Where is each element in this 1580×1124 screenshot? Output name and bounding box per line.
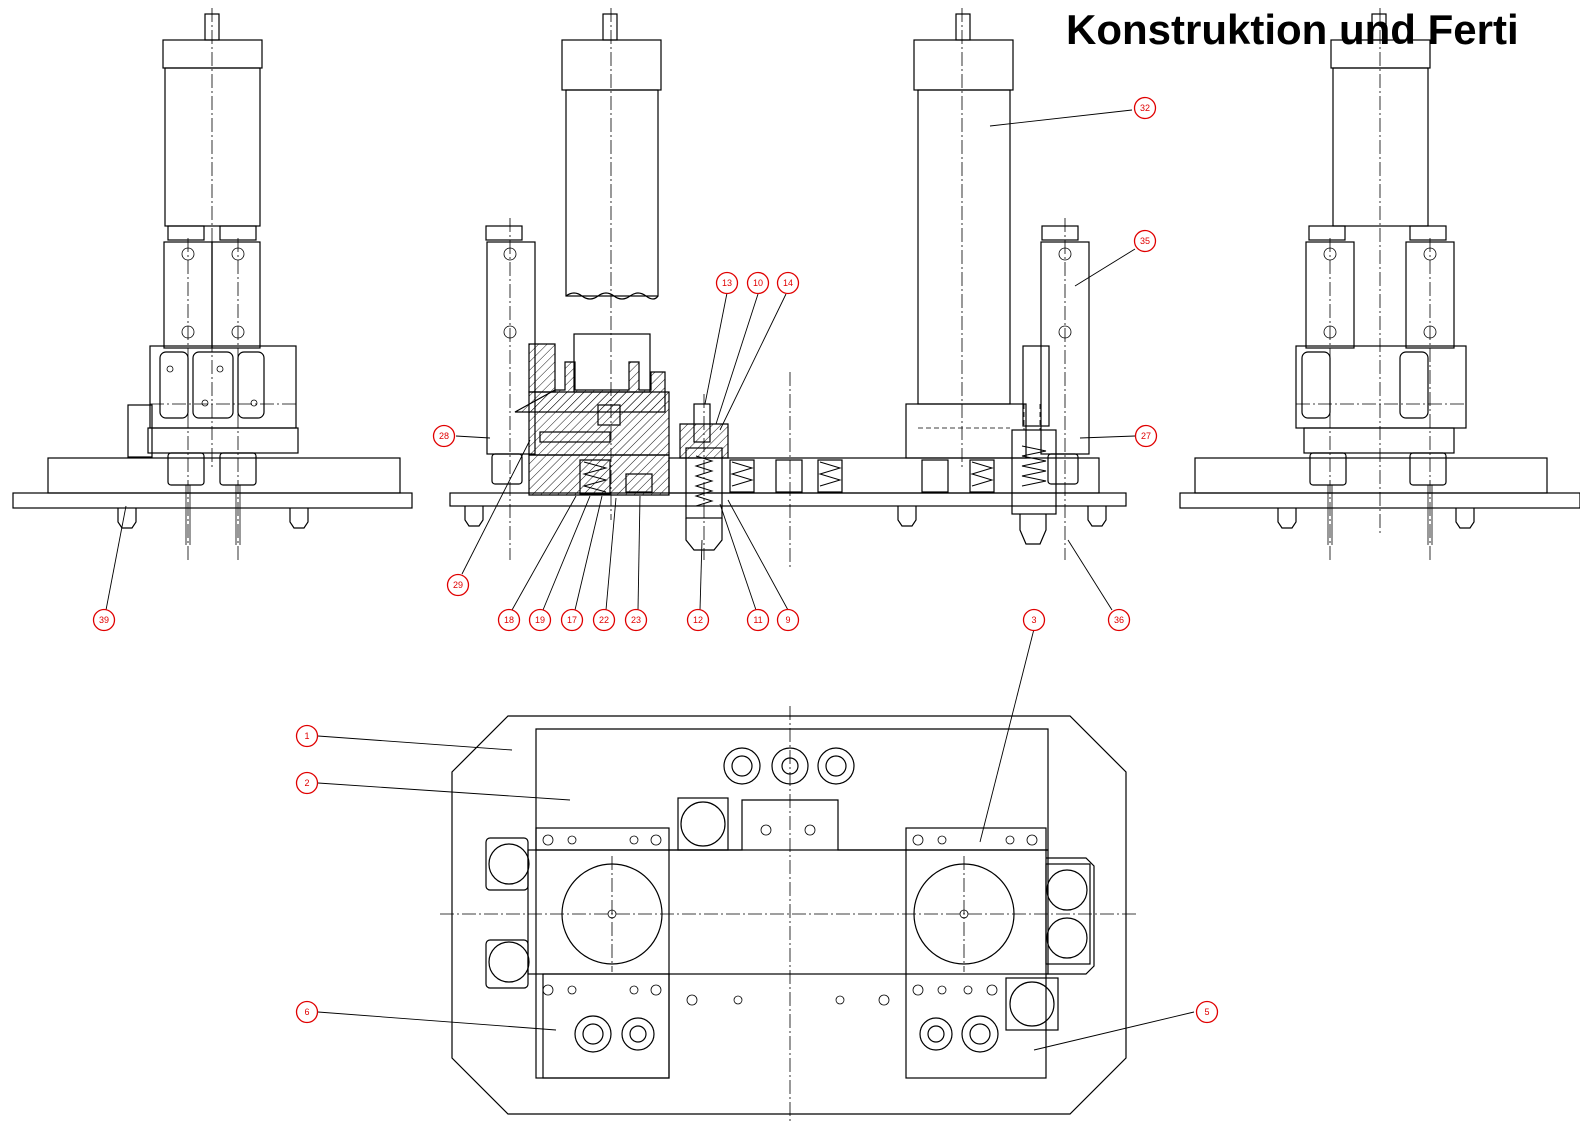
side-view-left [12,8,413,560]
balloon-1: 1 [295,724,319,748]
balloon-number: 12 [693,615,703,625]
balloon-number: 39 [99,615,109,625]
balloon-12: 12 [686,608,710,632]
balloon-circle [1107,608,1131,632]
balloon-number: 2 [304,778,309,788]
balloon-circle [295,1000,319,1024]
balloon-circle [746,271,770,295]
balloon-5: 5 [1195,1000,1219,1024]
balloon-number: 35 [1140,236,1150,246]
balloon-number: 5 [1204,1007,1209,1017]
balloon-number: 9 [785,615,790,625]
balloon-14: 14 [776,271,800,295]
balloon-29: 29 [446,573,470,597]
balloon-28: 28 [432,424,456,448]
balloon-number: 6 [304,1007,309,1017]
balloon-27: 27 [1134,424,1158,448]
balloon-circle [715,271,739,295]
balloon-3: 3 [1022,608,1046,632]
balloon-circle [295,771,319,795]
balloon-circle [1133,96,1157,120]
plan-view [440,706,1136,1124]
balloon-circle [446,573,470,597]
balloon-circle [624,608,648,632]
balloon-circle [592,608,616,632]
balloon-2: 2 [295,771,319,795]
balloon-number: 27 [1141,431,1151,441]
balloon-number: 19 [535,615,545,625]
balloon-6: 6 [295,1000,319,1024]
balloon-35: 35 [1133,229,1157,253]
balloon-19: 19 [528,608,552,632]
balloon-number: 36 [1114,615,1124,625]
balloon-18: 18 [497,608,521,632]
balloon-circle [1133,229,1157,253]
balloon-number: 10 [753,278,763,288]
balloon-number: 23 [631,615,641,625]
balloon-circle [1022,608,1046,632]
side-view-right-center [905,8,1090,560]
balloon-11: 11 [746,608,770,632]
balloon-number: 3 [1031,615,1036,625]
balloon-number: 22 [599,615,609,625]
balloon-number: 17 [567,615,577,625]
balloon-circle [528,608,552,632]
base-plate-section [449,372,1127,570]
balloon-circle [560,608,584,632]
balloon-number: 14 [783,278,793,288]
balloon-circle [746,608,770,632]
section-view-center [485,8,670,560]
balloon-36: 36 [1107,608,1131,632]
balloon-number: 11 [753,615,762,625]
balloon-number: 28 [439,431,449,441]
balloon-circle [1195,1000,1219,1024]
balloon-circle [497,608,521,632]
balloon-23: 23 [624,608,648,632]
balloon-circle [1134,424,1158,448]
ejector-assembly [679,394,729,560]
balloon-39: 39 [92,608,116,632]
leader-lines [105,109,1195,1051]
balloon-17: 17 [560,608,584,632]
balloon-13: 13 [715,271,739,295]
balloon-32: 32 [1133,96,1157,120]
balloon-9: 9 [776,608,800,632]
drawing-title: Konstruktion und Ferti [1066,6,1519,53]
balloon-circle [432,424,456,448]
balloon-number: 32 [1140,103,1150,113]
balloon-number: 13 [722,278,732,288]
balloon-number: 1 [304,731,309,741]
side-view-right [1179,8,1580,560]
balloon-10: 10 [746,271,770,295]
balloon-22: 22 [592,608,616,632]
balloon-number: 29 [453,580,463,590]
balloon-circle [776,608,800,632]
balloon-circle [295,724,319,748]
balloon-circle [92,608,116,632]
balloon-circle [686,608,710,632]
balloon-number: 18 [504,615,514,625]
balloon-circle [776,271,800,295]
